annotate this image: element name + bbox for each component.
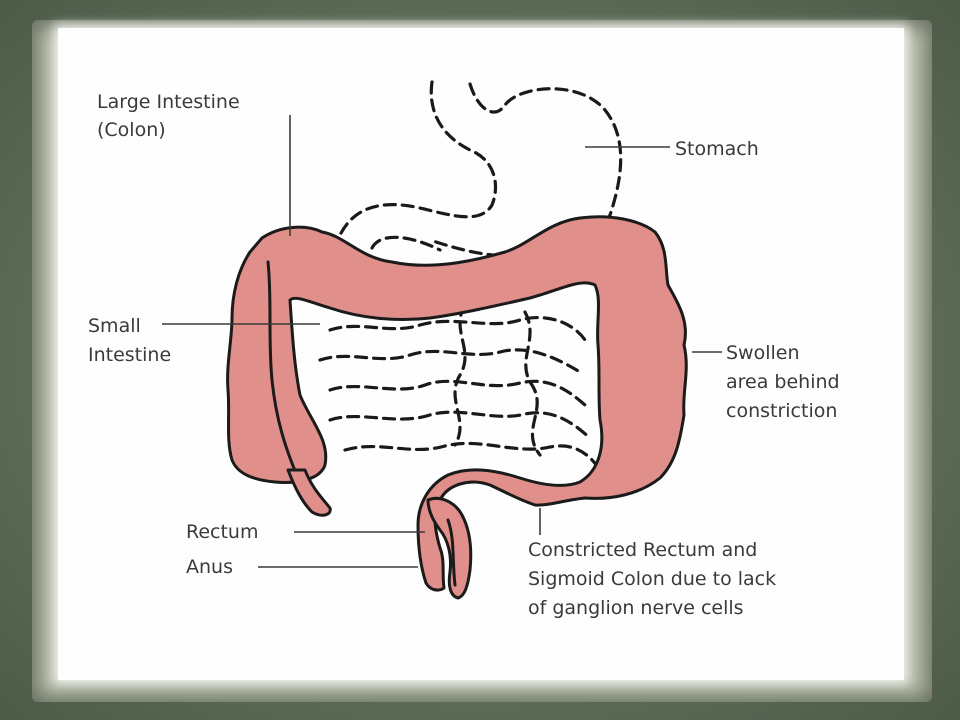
label-small-intestine: Small xyxy=(88,315,141,337)
label-swollen-2: area behind xyxy=(726,371,840,393)
label-anus: Anus xyxy=(186,556,233,578)
colon-body xyxy=(226,215,688,592)
label-large-intestine-sub: (Colon) xyxy=(97,119,166,141)
label-stomach: Stomach xyxy=(675,138,759,160)
label-rectum: Rectum xyxy=(186,521,258,543)
label-small-intestine-sub: Intestine xyxy=(88,344,171,366)
rectum-divide-line xyxy=(446,518,457,587)
label-swollen-3: constriction xyxy=(726,400,837,422)
label-swollen-1: Swollen xyxy=(726,342,800,364)
rectum-shape xyxy=(426,496,473,600)
appendix-tail xyxy=(286,468,332,517)
label-constricted-2: Sigmoid Colon due to lack xyxy=(528,568,776,590)
small-intestine-coils xyxy=(318,303,602,472)
label-constricted-3: of ganglion nerve cells xyxy=(528,597,744,619)
label-large-intestine: Large Intestine xyxy=(97,91,240,113)
label-constricted-1: Constricted Rectum and xyxy=(528,539,757,561)
